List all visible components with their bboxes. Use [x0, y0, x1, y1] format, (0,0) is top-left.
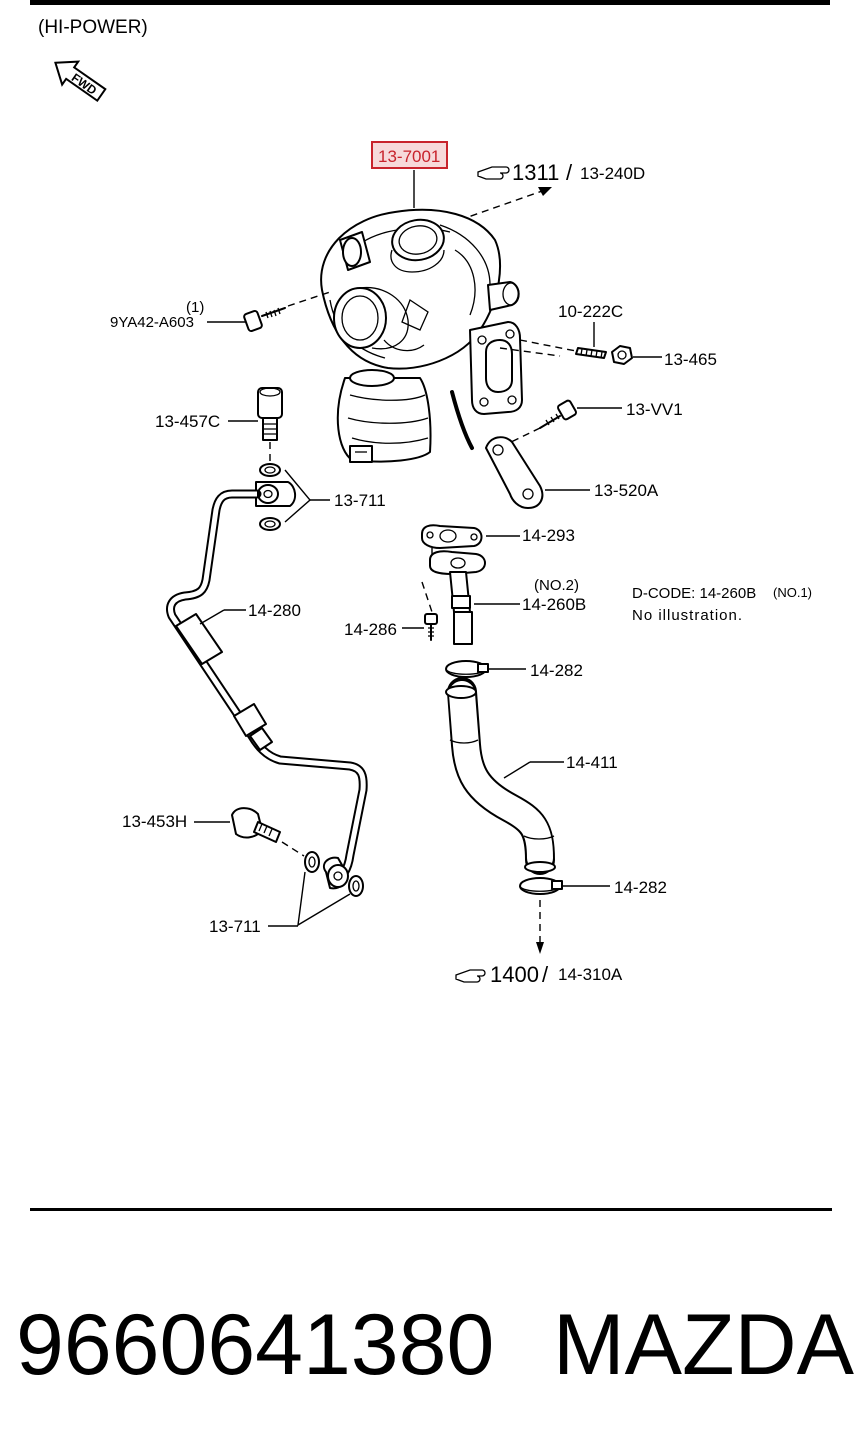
washer-lower-2[interactable] [348, 875, 364, 897]
bolt-13-vv1[interactable] [539, 399, 577, 429]
ref-from-code[interactable]: 13-240D [580, 164, 645, 183]
footer-brand: MAZDA [553, 1297, 854, 1393]
banjo-bolt-upper-label[interactable]: 13-457C [155, 412, 220, 431]
bolt-14-286[interactable] [424, 613, 438, 641]
dcode-tag: (NO.1) [773, 585, 812, 600]
banjo-bolt-13-457c[interactable] [257, 387, 283, 441]
turbocharger-highlight[interactable] [371, 141, 448, 169]
ref-to-page[interactable]: 1400 [490, 962, 539, 987]
nut-label[interactable]: 13-465 [664, 350, 717, 369]
clamp-lower-label[interactable]: 14-282 [614, 878, 667, 897]
top-rule [30, 0, 830, 5]
clamp-lower-14-282[interactable] [519, 877, 563, 895]
hose-label[interactable]: 14-411 [566, 753, 618, 772]
clamp-upper-label[interactable]: 14-282 [530, 661, 583, 680]
stud-label[interactable]: 10-222C [558, 302, 623, 321]
washer-upper-1[interactable] [259, 463, 281, 477]
ref-to-code[interactable]: 14-310A [558, 965, 623, 984]
banjo-bolt-13-453h[interactable] [231, 807, 281, 843]
fwd-arrow-icon: FWD [54, 60, 107, 103]
svg-text:/: / [542, 962, 549, 987]
washer-lower-1[interactable] [304, 851, 320, 873]
oil-pipe-14-280[interactable] [166, 489, 368, 885]
footer: 9660641380 MAZDA [16, 1290, 856, 1400]
oil-pipe-14-260b[interactable] [429, 550, 486, 645]
oil-pipe-out-label[interactable]: 14-260B [522, 595, 586, 614]
oil-pipe-no2-tag: (NO.2) [534, 577, 579, 594]
bolt-9ya42[interactable] [243, 307, 286, 333]
gasket-label[interactable]: 14-293 [522, 526, 575, 545]
bracket-13-520a[interactable] [485, 436, 544, 509]
svg-text:/: / [566, 160, 573, 185]
hand-pointer-icon-2 [455, 969, 486, 983]
turbocharger-label[interactable]: 13-7001 [378, 147, 440, 166]
washer-lower-label[interactable]: 13-711 [209, 917, 261, 936]
bottom-rule [30, 1208, 832, 1211]
washer-upper-2[interactable] [259, 517, 281, 531]
bolt-286-label[interactable]: 14-286 [344, 620, 397, 639]
hose-14-411[interactable] [445, 677, 556, 875]
dcode-note: D-CODE: 14-260B [632, 585, 756, 602]
bracket-label[interactable]: 13-520A [594, 481, 659, 500]
nut-13-465[interactable] [611, 345, 633, 365]
bolt-vv1-label[interactable]: 13-VV1 [626, 400, 683, 419]
banjo-eye-lower[interactable] [322, 856, 349, 890]
banjo-bolt-lower-label[interactable]: 13-453H [122, 812, 187, 831]
oil-pipe-in-label[interactable]: 14-280 [248, 601, 301, 620]
variant-label: (HI-POWER) [38, 17, 148, 38]
no-illustration-note: No illustration. [632, 607, 743, 624]
bolt-qty: (1) [186, 299, 204, 316]
bolt-label[interactable]: 9YA42-A603 [110, 314, 194, 331]
footer-part-number: 9660641380 [16, 1297, 495, 1393]
turbocharger-illustration[interactable] [320, 208, 523, 463]
washer-upper-label[interactable]: 13-711 [334, 491, 386, 510]
ref-from-page[interactable]: 1311 [512, 160, 559, 185]
stud-10-222c[interactable] [575, 347, 607, 359]
hand-pointer-icon [477, 166, 510, 180]
banjo-eye-upper[interactable] [255, 481, 296, 507]
gasket-14-293[interactable] [421, 524, 483, 549]
clamp-upper-14-282[interactable] [445, 660, 489, 678]
